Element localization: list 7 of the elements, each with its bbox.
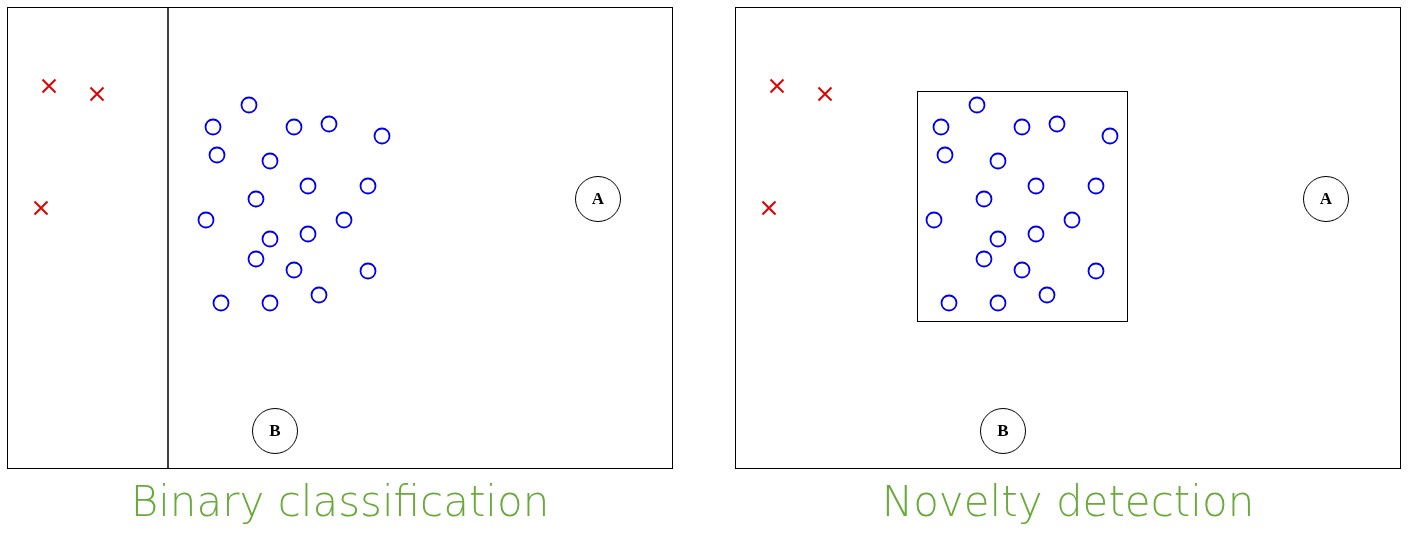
panel-caption: Novelty detection bbox=[881, 477, 1255, 526]
boundary-box bbox=[917, 91, 1128, 322]
label-circle: B bbox=[980, 408, 1026, 454]
label-circle: B bbox=[252, 408, 298, 454]
label-circle: A bbox=[1303, 176, 1349, 222]
panel-caption: Binary classification bbox=[130, 477, 550, 526]
label-circle: A bbox=[575, 176, 621, 222]
